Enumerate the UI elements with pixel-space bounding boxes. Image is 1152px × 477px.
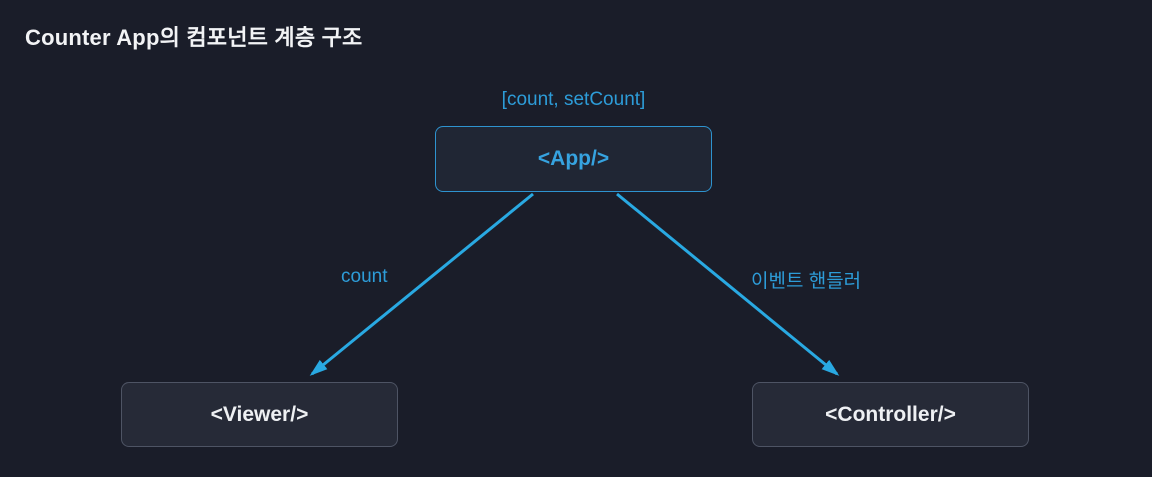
node-controller-label: <Controller/>: [825, 402, 956, 426]
state-label: [count, setCount]: [501, 89, 646, 110]
edge-label-event-handler: 이벤트 핸들러: [751, 271, 862, 292]
node-viewer: <Viewer/>: [121, 382, 398, 447]
node-controller: <Controller/>: [752, 382, 1029, 447]
diagram-title: Counter App의 컴포넌트 계층 구조: [25, 25, 363, 50]
node-app: <App/>: [435, 126, 712, 192]
node-viewer-label: <Viewer/>: [210, 402, 309, 426]
edge-label-count: count: [341, 266, 388, 287]
node-app-label: <App/>: [537, 147, 610, 170]
